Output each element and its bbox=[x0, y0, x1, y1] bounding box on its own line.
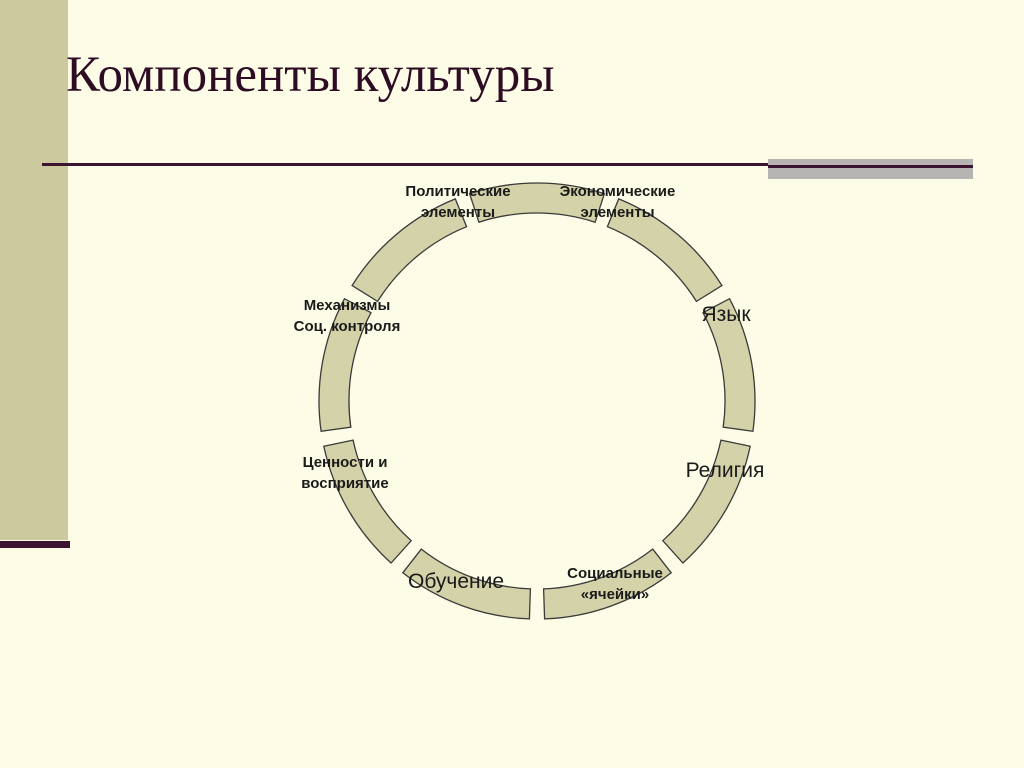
cycle-segment-5 bbox=[542, 548, 673, 620]
left-decor-bar bbox=[0, 0, 68, 540]
cycle-segment-2 bbox=[606, 198, 723, 303]
cycle-segment-8 bbox=[318, 297, 372, 433]
label-economic: Экономические элементы bbox=[559, 183, 676, 221]
label-values: Ценности и восприятие bbox=[301, 454, 389, 492]
cycle-segment-7 bbox=[323, 439, 413, 564]
label-control: Механизмы Соц. контроля bbox=[293, 297, 401, 335]
slide-title: Компоненты культуры bbox=[66, 47, 555, 103]
cycle-segment-9 bbox=[351, 198, 468, 303]
title-underline bbox=[42, 163, 972, 166]
cycle-segment-1 bbox=[468, 182, 606, 224]
label-learning: Обучение bbox=[407, 570, 505, 593]
label-language: Язык bbox=[701, 303, 751, 326]
title-underline-accent-line bbox=[768, 165, 973, 168]
cycle-segment-6 bbox=[401, 548, 532, 620]
label-religion: Религия bbox=[685, 459, 765, 482]
cycle-segment-4 bbox=[661, 439, 751, 564]
label-social-cells: Социальные «ячейки» bbox=[567, 565, 663, 603]
cycle-segment-3 bbox=[702, 297, 756, 433]
title-underline-accent bbox=[768, 159, 973, 179]
label-political: Политические элементы bbox=[405, 183, 511, 221]
left-decor-bar-foot bbox=[0, 541, 70, 548]
